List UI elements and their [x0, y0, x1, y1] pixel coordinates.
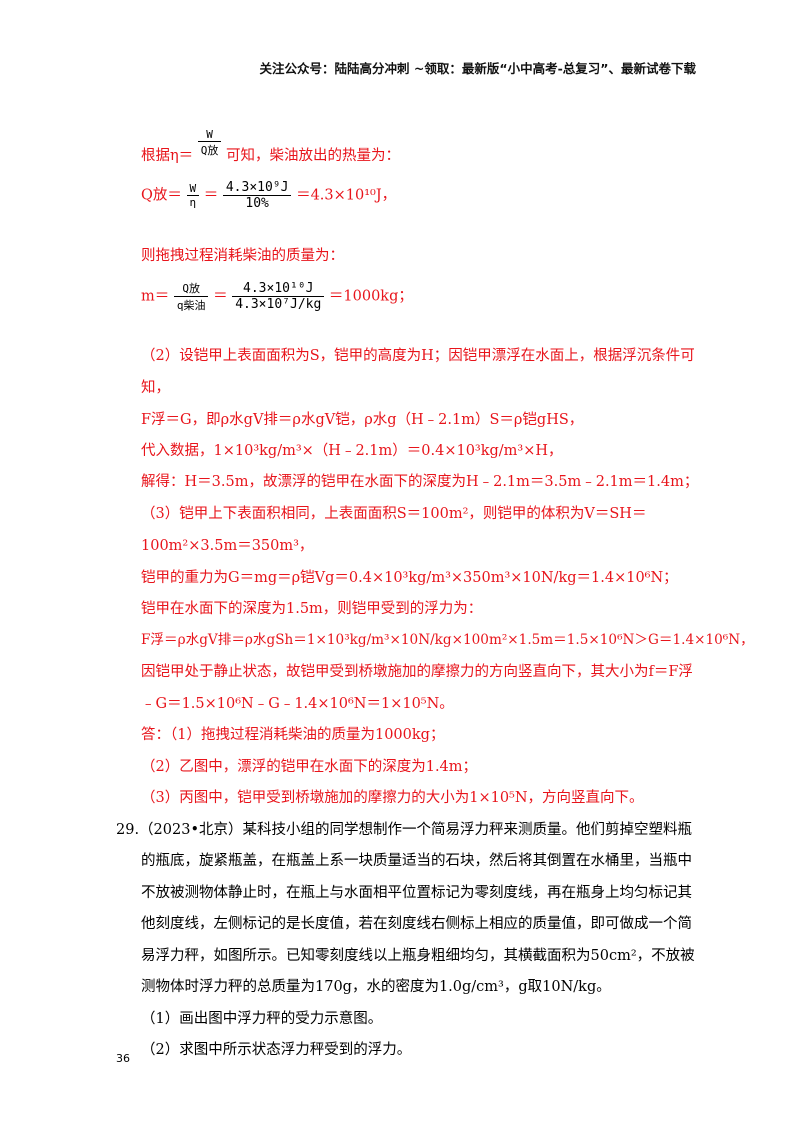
question-29-line: 易浮力秤，如图所示。已知零刻度线以上瓶身粗细均匀，其横截面积为50cm²，不放被 [141, 948, 695, 964]
question-29-subquestion: （1）画出图中浮力秤的受力示意图。 [141, 1011, 383, 1027]
heat-result: ＝4.3×10¹⁰J， [296, 187, 397, 204]
equals-sign: ＝ [203, 187, 219, 204]
solution-line: ﹣G＝1.5×10⁶N﹣G﹣1.4×10⁶N＝1×10⁵N。 [141, 696, 454, 712]
solution-line: 解得：H＝3.5m，故漂浮的铠甲在水面下的深度为H﹣2.1m＝3.5m﹣2.1m… [141, 474, 699, 490]
question-29-subquestion: （2）求图中所示状态浮力秤受到的浮力。 [141, 1042, 412, 1058]
fraction-numerator: 4.3×10¹⁰J [232, 281, 325, 297]
answer-line: 答：（1）拖拽过程消耗柴油的质量为1000kg； [141, 727, 445, 743]
solution-line: 100m²×3.5m＝350m³， [141, 538, 314, 554]
fraction-denominator: Q放 [200, 144, 219, 157]
mass-lhs: m＝ [141, 288, 170, 305]
fraction-numerator: W [186, 182, 200, 196]
page-header: 关注公众号：陆陆高分冲刺 ~领取：最新版“小中高考-总复习”、最新试卷下载 [259, 61, 696, 76]
question-29-line: 测物体时浮力秤的总质量为170g，水的密度为1.0g/cm³，g取10N/kg。 [141, 979, 611, 995]
fraction-mass-value: 4.3×10¹⁰J 4.3×10⁷J/kg [232, 281, 325, 312]
equals-sign: ＝ [213, 288, 228, 305]
fraction-denominator: 10% [245, 196, 269, 211]
question-29-line: 29.（2023•北京）某科技小组的同学想制作一个简易浮力秤来测质量。他们剪掉空… [116, 822, 693, 838]
solution-line: 知， [141, 380, 170, 396]
answer-line: （2）乙图中，漂浮的铠甲在水面下的深度为1.4m； [141, 759, 478, 775]
solution-line: F浮＝G，即ρ水gV排＝ρ水gV铠，ρ水g（H﹣2.1m）S＝ρ铠gHS， [141, 412, 584, 428]
solution-line: F浮＝ρ水gV排＝ρ水gSh＝1×10³kg/m³×10N/kg×100m²×1… [141, 632, 754, 648]
solution-line: 因铠甲处于静止状态，故铠甲受到桥墩施加的摩擦力的方向竖直向下，其大小为f＝F浮 [141, 664, 693, 680]
fraction-numerator: 4.3×10⁹J [222, 180, 292, 196]
answer-line: （3）丙图中，铠甲受到桥墩施加的摩擦力的大小为1×10⁵N，方向竖直向下。 [141, 790, 644, 806]
mass-result: ＝1000kg； [328, 288, 413, 305]
formula-prefix: 根据η＝ [141, 148, 194, 164]
fraction-denominator: q柴油 [176, 299, 206, 312]
fraction-numerator: Q放 [173, 280, 209, 297]
formula-heat-line: Q放＝ W η ＝ 4.3×10⁹J 10% ＝4.3×10¹⁰J， [141, 180, 396, 211]
heat-lhs: Q放＝ [141, 187, 182, 204]
question-29-line: 不放被测物体静止时，在瓶上与水面相平位置标记为零刻度线，再在瓶身上均匀标记其 [141, 885, 692, 901]
solution-line: 代入数据，1×10³kg/m³×（H﹣2.1m）＝0.4×10³kg/m³×H， [141, 443, 563, 459]
formula-suffix: 可知，柴油放出的热量为： [226, 148, 401, 164]
formula-efficiency-line: 根据η＝ W Q放 可知，柴油放出的热量为： [141, 128, 400, 165]
question-29-line: 他刻度线，左侧标记的是长度值，若在刻度线右侧标上相应的质量值，即可做成一个简 [141, 916, 692, 932]
diesel-mass-intro: 则拖拽过程消耗柴油的质量为： [141, 248, 344, 264]
question-29-line: 的瓶底，旋紧瓶盖，在瓶盖上系一块质量适当的石块，然后将其倒置在水桶里，当瓶中 [141, 853, 692, 869]
solution-line: （3）铠甲上下表面积相同，上表面面积S＝100m²，则铠甲的体积为V＝SH＝ [141, 506, 647, 522]
fraction-w-over-eta: W η [186, 182, 200, 209]
fraction-numerator: W [197, 128, 222, 142]
fraction-w-over-q: W Q放 [197, 128, 222, 158]
solution-line: 铠甲的重力为G＝mg＝ρ铠Vg＝0.4×10³kg/m³×350m³×10N/k… [141, 570, 678, 586]
fraction-denominator: η [189, 196, 197, 209]
solution-line: （2）设铠甲上表面面积为S，铠甲的高度为H；因铠甲漂浮在水面上，根据浮沉条件可 [141, 348, 695, 364]
fraction-denominator: 4.3×10⁷J/kg [235, 297, 322, 312]
fraction-heat-value: 4.3×10⁹J 10% [222, 180, 292, 211]
fraction-q-over-qdiesel: Q放 q柴油 [173, 280, 209, 313]
page-number: 36 [116, 1052, 130, 1065]
solution-line: 铠甲在水面下的深度为1.5m，则铠甲受到的浮力为： [141, 601, 483, 617]
formula-mass-line: m＝ Q放 q柴油 ＝ 4.3×10¹⁰J 4.3×10⁷J/kg ＝1000k… [141, 280, 413, 313]
